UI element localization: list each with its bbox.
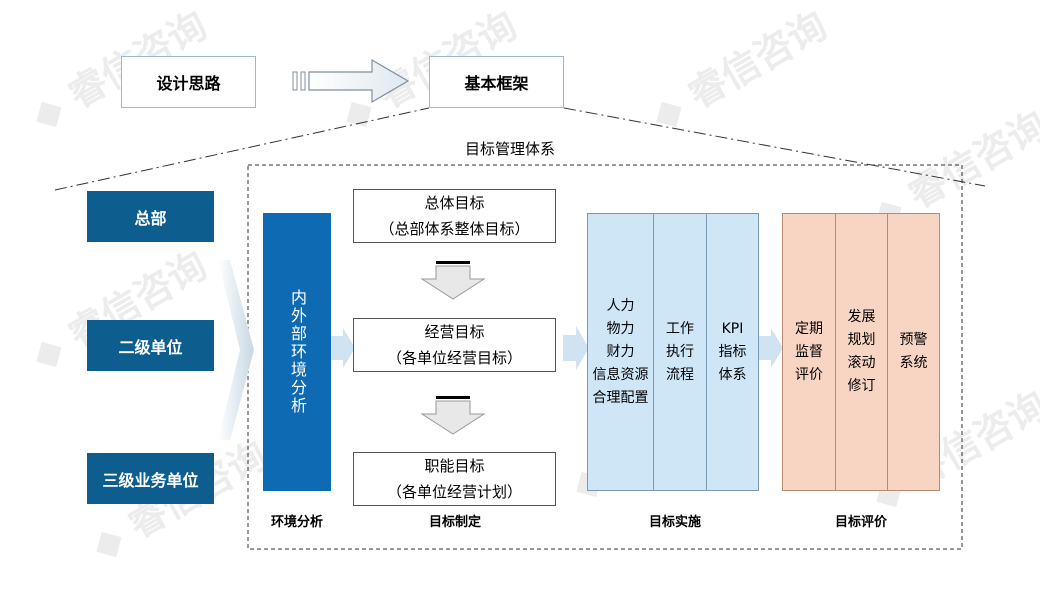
evaluation-caption: 目标评价: [834, 515, 887, 530]
env-analysis-caption: 环境分析: [270, 515, 323, 530]
arrow-down-icon: [420, 396, 486, 435]
eval-line: 修订: [847, 378, 876, 394]
goal-overall-sub: （总部体系整体目标）: [379, 220, 530, 238]
impl-column-workflow: 工作 执行 流程: [653, 213, 707, 491]
impl-line: 流程: [666, 366, 694, 383]
level-tertiary-unit: 三级业务单位: [87, 453, 214, 504]
impl-line: 财力: [606, 343, 635, 360]
goal-overall: 总体目标 （总部体系整体目标）: [353, 189, 556, 243]
goal-functional-title: 职能目标: [424, 457, 485, 475]
system-title: 目标管理体系: [464, 140, 555, 158]
level-headquarters: 总部: [87, 191, 214, 242]
impl-line: 工作: [666, 320, 694, 337]
arrow-right-icon: [331, 328, 355, 368]
env-analysis-text: 内外部环境分析: [288, 289, 307, 415]
impl-column-resources: 人力 物力 财力 信息资源 合理配置: [587, 213, 654, 491]
eval-line: 系统: [899, 355, 928, 371]
right-arrow-icon: [292, 58, 410, 104]
impl-line: 体系: [718, 366, 747, 383]
eval-line: 监督: [795, 343, 823, 360]
arrow-right-icon: [563, 326, 589, 370]
goal-functional: 职能目标 （各单位经营计划）: [353, 452, 556, 506]
goal-business-sub: （各单位经营目标）: [386, 349, 522, 367]
eval-line: 发展: [847, 309, 876, 325]
impl-line: 合理配置: [592, 389, 649, 406]
goal-business: 经营目标 （各单位经营目标）: [353, 318, 556, 372]
eval-column-planning: 发展 规划 滚动 修订: [835, 213, 888, 491]
eval-line: 预警: [899, 332, 928, 348]
implementation-caption: 目标实施: [648, 515, 701, 530]
eval-line: 评价: [795, 366, 823, 383]
impl-line: 物力: [606, 320, 635, 337]
goal-business-title: 经营目标: [424, 323, 485, 341]
basic-framework-box: 基本框架: [429, 56, 564, 108]
eval-column-review: 定期 监督 评价: [782, 213, 836, 491]
eval-line: 规划: [847, 332, 876, 348]
goal-functional-sub: （各单位经营计划）: [386, 483, 522, 501]
impl-line: 人力: [606, 297, 635, 314]
impl-line: KPI: [721, 320, 744, 337]
env-analysis-box: 内外部环境分析: [263, 213, 331, 491]
design-thinking-box: 设计思路: [121, 56, 256, 108]
level-secondary-unit: 二级单位: [87, 320, 214, 371]
eval-column-warning: 预警 系统: [887, 213, 940, 491]
impl-line: 信息资源: [592, 366, 649, 383]
impl-line: 指标: [718, 343, 747, 360]
goal-overall-title: 总体目标: [424, 194, 485, 212]
arrow-down-icon: [420, 261, 486, 300]
impl-column-kpi: KPI 指标 体系: [706, 213, 759, 491]
goal-setting-caption: 目标制定: [428, 515, 481, 530]
eval-line: 滚动: [847, 355, 876, 371]
impl-line: 执行: [666, 343, 694, 360]
eval-line: 定期: [795, 320, 823, 337]
arrow-right-icon: [759, 328, 783, 368]
chevron-right-icon: [218, 260, 254, 440]
